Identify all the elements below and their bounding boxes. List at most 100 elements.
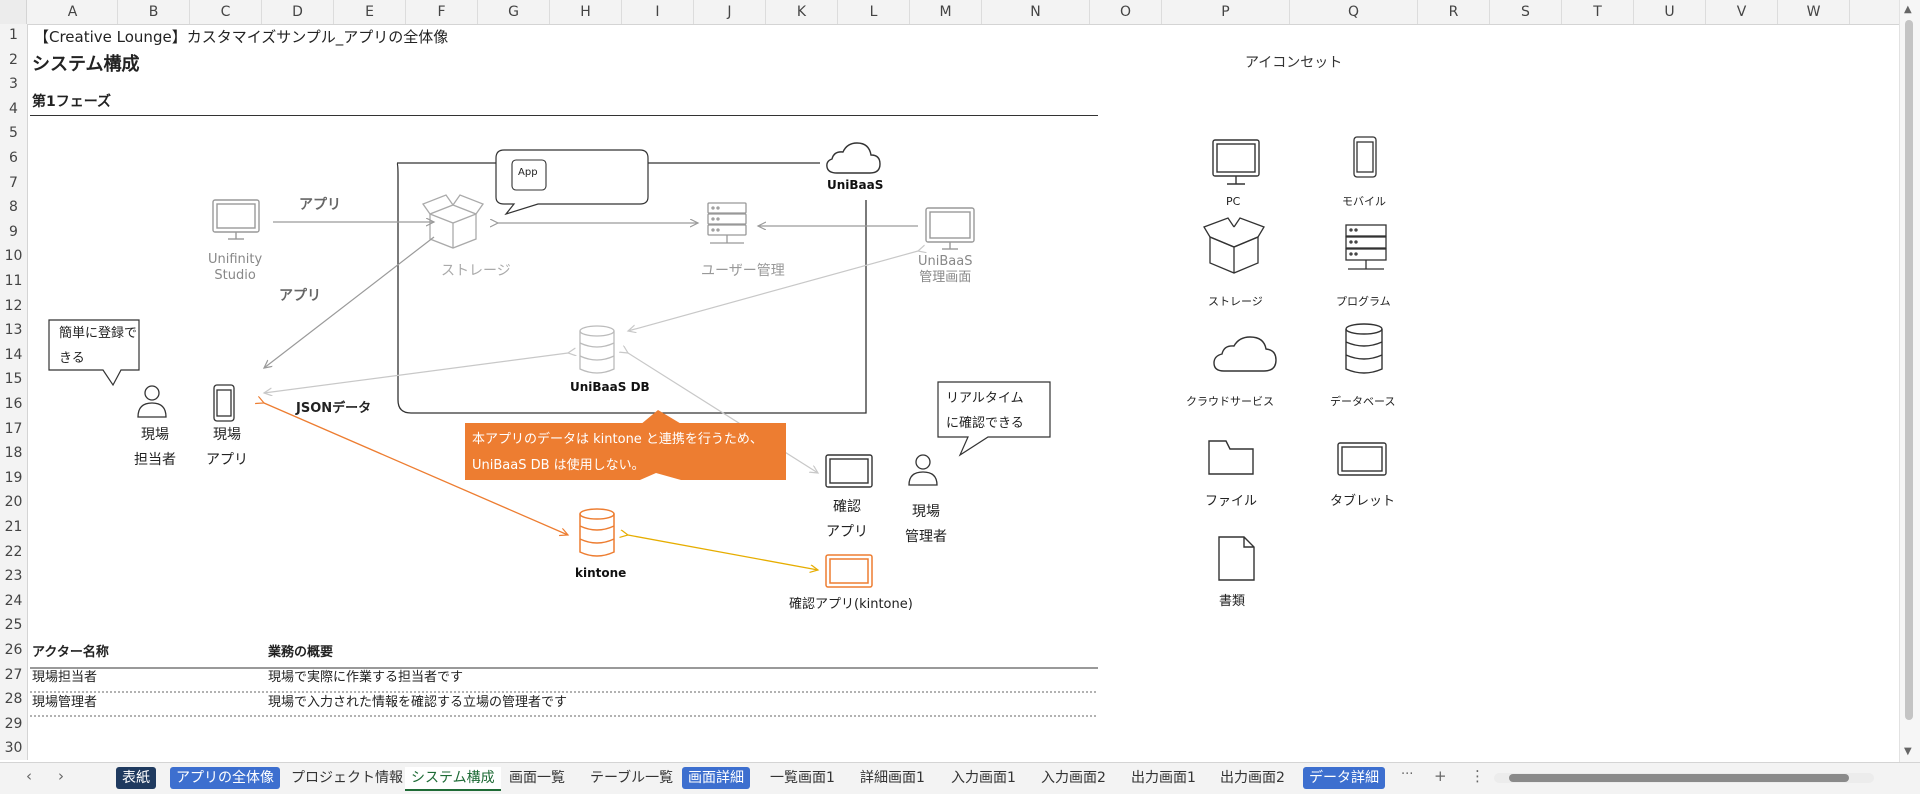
row-header-9[interactable]: 9 — [9, 223, 18, 240]
column-header-G[interactable]: G — [478, 0, 550, 24]
row-header-15[interactable]: 15 — [4, 371, 23, 388]
tab-table-list[interactable]: テーブル一覧 — [590, 770, 674, 786]
column-header-R[interactable]: R — [1418, 0, 1490, 24]
app-badge: App — [518, 167, 538, 178]
table-header-actor: アクター名称 — [32, 645, 109, 660]
tab-project-info[interactable]: プロジェクト情報 — [291, 770, 403, 786]
tab-list-screen-1[interactable]: 一覧画面1 — [770, 770, 835, 786]
scroll-up-icon[interactable]: ▲ — [1904, 4, 1912, 15]
iconset-cloud-icon — [1213, 336, 1277, 372]
row-header-2[interactable]: 2 — [9, 51, 18, 68]
column-header-K[interactable]: K — [766, 0, 838, 24]
more-tabs-icon[interactable]: ··· — [1401, 767, 1414, 782]
tab-app-overview[interactable]: アプリの全体像 — [170, 767, 280, 789]
row-header-25[interactable]: 25 — [4, 617, 23, 634]
row-header-20[interactable]: 20 — [4, 494, 23, 511]
column-header-O[interactable]: O — [1090, 0, 1162, 24]
tab-data-detail[interactable]: データ詳細 — [1303, 767, 1385, 789]
row-header-14[interactable]: 14 — [4, 346, 23, 363]
vertical-scrollbar[interactable]: ▲ ▼ — [1899, 0, 1920, 762]
scroll-down-icon[interactable]: ▼ — [1904, 746, 1912, 757]
column-header-M[interactable]: M — [910, 0, 982, 24]
tab-next-icon[interactable]: › — [58, 767, 64, 785]
column-header-Q[interactable]: Q — [1290, 0, 1418, 24]
confirm-app-kintone-label: 確認アプリ(kintone) — [789, 597, 913, 612]
iconset-database-icon — [1345, 323, 1383, 374]
column-header-U[interactable]: U — [1634, 0, 1706, 24]
table-cell-actor-1: 現場担当者 — [32, 670, 98, 685]
row-header-24[interactable]: 24 — [4, 592, 23, 609]
user-mgmt-label: ユーザー管理 — [701, 263, 785, 279]
tab-input-screen-1[interactable]: 入力画面1 — [951, 770, 1016, 786]
row-header-29[interactable]: 29 — [4, 715, 23, 732]
column-header-J[interactable]: J — [694, 0, 766, 24]
table-cell-summary-1: 現場で実際に作業する担当者です — [268, 670, 464, 685]
row-header-5[interactable]: 5 — [9, 125, 18, 142]
column-header-P[interactable]: P — [1162, 0, 1290, 24]
tab-output-screen-1[interactable]: 出力画面1 — [1131, 770, 1196, 786]
iconset-label-file: ファイル — [1205, 494, 1258, 509]
row-header-6[interactable]: 6 — [9, 150, 18, 166]
iconset-label-tablet: タブレット — [1330, 494, 1396, 509]
tab-input-screen-2[interactable]: 入力画面2 — [1041, 770, 1106, 786]
column-header-T[interactable]: T — [1562, 0, 1634, 24]
row-header-23[interactable]: 23 — [4, 568, 23, 585]
row-header-1[interactable]: 1 — [9, 27, 18, 43]
field-manager-label: 現場 管理者 — [905, 504, 947, 545]
column-header-W[interactable]: W — [1778, 0, 1850, 24]
app-callout — [495, 149, 649, 216]
row-header-10[interactable]: 10 — [4, 248, 23, 265]
unifinity-monitor-icon — [212, 199, 260, 240]
column-header-A[interactable]: A — [28, 0, 118, 24]
horizontal-scroll-thumb[interactable] — [1509, 774, 1849, 782]
select-all-corner[interactable] — [0, 0, 27, 24]
arrow-storage-to-app — [264, 236, 435, 368]
column-header-H[interactable]: H — [550, 0, 622, 24]
tab-output-screen-2[interactable]: 出力画面2 — [1220, 770, 1285, 786]
column-header-L[interactable]: L — [838, 0, 910, 24]
iconset-label-pc: PC — [1226, 195, 1241, 208]
row-header-18[interactable]: 18 — [4, 445, 23, 462]
row-header-16[interactable]: 16 — [4, 396, 23, 412]
row-header-22[interactable]: 22 — [4, 543, 23, 560]
row-header-7[interactable]: 7 — [9, 174, 18, 191]
field-app-label: 現場 アプリ — [206, 427, 248, 468]
sheet-tab-bar: ‹ › 表紙 アプリの全体像 プロジェクト情報 システム構成 画面一覧 テーブル… — [0, 762, 1920, 794]
row-header-17[interactable]: 17 — [4, 420, 23, 437]
horizontal-scrollbar[interactable] — [1494, 773, 1874, 783]
row-header-19[interactable]: 19 — [4, 469, 23, 486]
row-header-27[interactable]: 27 — [4, 666, 23, 683]
row-header-11[interactable]: 11 — [4, 273, 23, 289]
column-header-V[interactable]: V — [1706, 0, 1778, 24]
tab-detail-screen-1[interactable]: 詳細画面1 — [860, 770, 925, 786]
column-header-C[interactable]: C — [190, 0, 262, 24]
row-header-8[interactable]: 8 — [9, 199, 18, 216]
row-header-12[interactable]: 12 — [4, 297, 23, 314]
row-header-13[interactable]: 13 — [4, 322, 23, 339]
arrow-app-kintone — [264, 403, 568, 535]
row-header-28[interactable]: 28 — [4, 691, 23, 708]
row-header-30[interactable]: 30 — [4, 740, 23, 757]
column-header-B[interactable]: B — [118, 0, 190, 24]
add-sheet-icon[interactable]: + — [1434, 767, 1447, 785]
vertical-scroll-thumb[interactable] — [1905, 20, 1913, 720]
column-header-E[interactable]: E — [334, 0, 406, 24]
callout-easy-box — [48, 319, 140, 387]
worksheet[interactable]: 【Creative Lounge】カスタマイズサンプル_アプリの全体像 システム… — [28, 25, 1900, 760]
tab-prev-icon[interactable]: ‹ — [26, 767, 32, 785]
row-header-4[interactable]: 4 — [9, 100, 18, 117]
column-header-D[interactable]: D — [262, 0, 334, 24]
column-header-I[interactable]: I — [622, 0, 694, 24]
column-header-S[interactable]: S — [1490, 0, 1562, 24]
tab-cover[interactable]: 表紙 — [116, 767, 156, 789]
column-header-N[interactable]: N — [982, 0, 1090, 24]
tab-menu-icon[interactable]: ⋮ — [1470, 767, 1485, 785]
tab-screen-list[interactable]: 画面一覧 — [509, 770, 565, 786]
row-header-21[interactable]: 21 — [4, 519, 23, 535]
column-header-F[interactable]: F — [406, 0, 478, 24]
row-header-26[interactable]: 26 — [4, 642, 23, 658]
tab-screen-detail[interactable]: 画面詳細 — [682, 767, 750, 789]
row-header-3[interactable]: 3 — [9, 76, 18, 93]
orange-note-box — [465, 423, 786, 480]
tab-system-structure[interactable]: システム構成 — [405, 767, 501, 791]
